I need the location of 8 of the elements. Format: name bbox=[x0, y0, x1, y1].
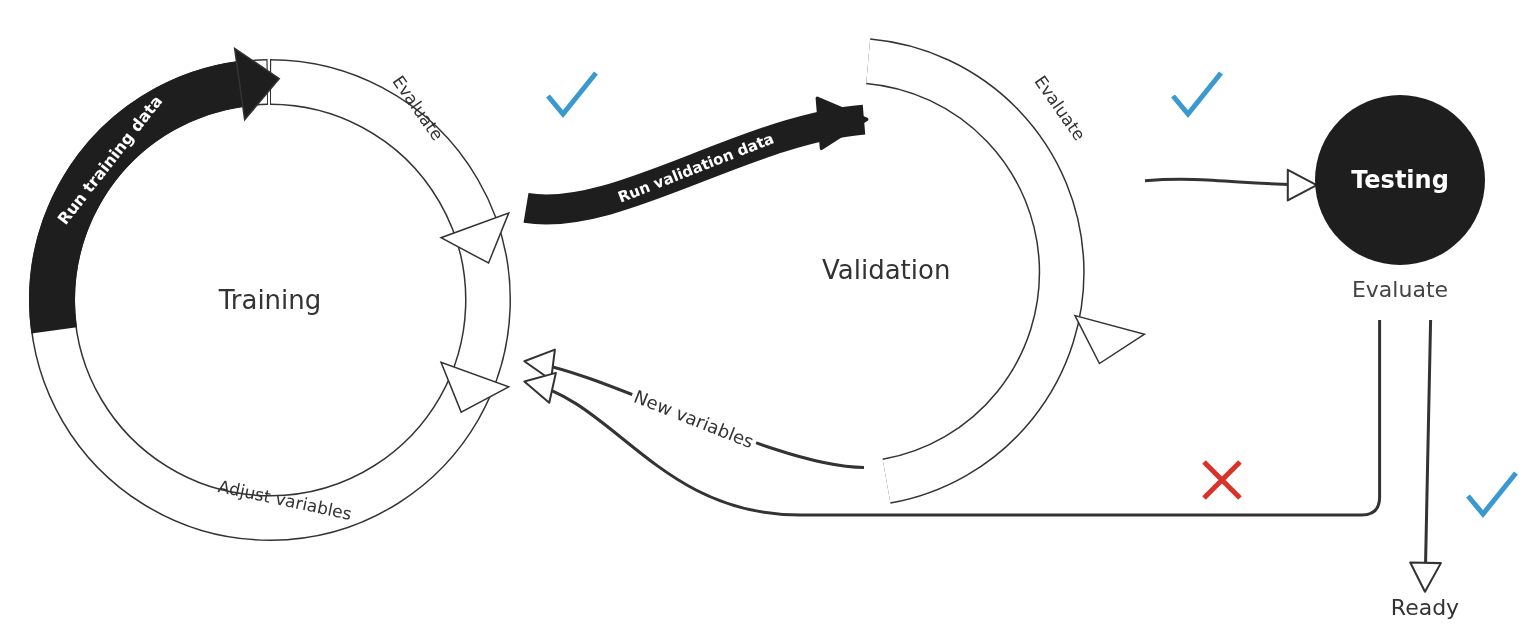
stage-label: Training bbox=[218, 285, 322, 315]
arrow bbox=[1144, 168, 1318, 202]
result-text: Ready bbox=[1385, 590, 1465, 624]
stage-note: Evaluate bbox=[1351, 277, 1449, 302]
arrow-label: Adjust variables bbox=[216, 476, 354, 524]
stage-label: Testing bbox=[1351, 166, 1449, 194]
arrow bbox=[1409, 319, 1442, 593]
arrow bbox=[524, 99, 869, 225]
